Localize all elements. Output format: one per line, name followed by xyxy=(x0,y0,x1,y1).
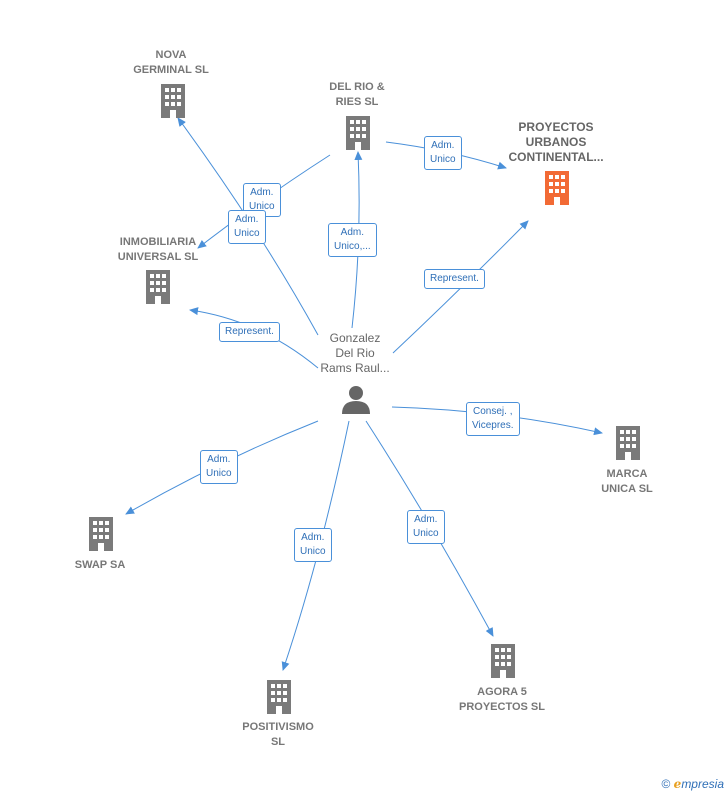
node-label-marca-unica[interactable]: MARCA UNICA SL xyxy=(601,468,653,495)
node-label-inmobiliaria-universal[interactable]: INMOBILIARIA UNIVERSAL SL xyxy=(117,236,199,263)
building-icon-del-rio-ries[interactable] xyxy=(342,116,374,150)
building-icon-positivismo[interactable] xyxy=(263,680,295,714)
brand-initial: e xyxy=(673,777,682,791)
building-icon-swap[interactable] xyxy=(85,517,117,551)
copyright-brand: © empresia xyxy=(661,777,724,791)
building-icon-proyectos-urbanos[interactable] xyxy=(541,171,573,205)
node-label-positivismo[interactable]: POSITIVISMO SL xyxy=(242,721,314,748)
node-label-nova-germinal[interactable]: NOVA GERMINAL SL xyxy=(133,49,209,76)
edge-label-adm-unico-2: Adm. Unico xyxy=(228,210,266,244)
building-icon-marca-unica[interactable] xyxy=(612,426,644,460)
node-label-proyectos-urbanos[interactable]: PROYECTOS URBANOS CONTINENTAL... xyxy=(508,120,604,164)
node-label-del-rio-ries[interactable]: DEL RIO & RIES SL xyxy=(329,81,385,108)
edge-label-represent-1: Represent. xyxy=(424,269,485,289)
edge-label-adm-unico-varios: Adm. Unico,... xyxy=(328,223,377,257)
edge-label-adm-unico-positivismo: Adm. Unico xyxy=(294,528,332,562)
building-icon-agora5[interactable] xyxy=(487,644,519,678)
node-label-person[interactable]: Gonzalez Del Rio Rams Raul... xyxy=(320,331,390,375)
edge-label-adm-unico-agora: Adm. Unico xyxy=(407,510,445,544)
edge-label-consej-vicepres: Consej. , Vicepres. xyxy=(466,402,520,436)
brand-rest: mpresia xyxy=(681,777,724,791)
edge-label-adm-unico-3: Adm. Unico xyxy=(424,136,462,170)
edge-label-represent-2: Represent. xyxy=(219,322,280,342)
node-label-agora5[interactable]: AGORA 5 PROYECTOS SL xyxy=(459,686,545,713)
building-icon-nova-germinal[interactable] xyxy=(157,84,189,118)
person-icon[interactable] xyxy=(340,384,372,416)
node-label-swap[interactable]: SWAP SA xyxy=(74,559,126,571)
copyright-symbol: © xyxy=(661,777,671,791)
building-icon-inmobiliaria-universal[interactable] xyxy=(142,270,174,304)
edge-label-adm-unico-swap: Adm. Unico xyxy=(200,450,238,484)
